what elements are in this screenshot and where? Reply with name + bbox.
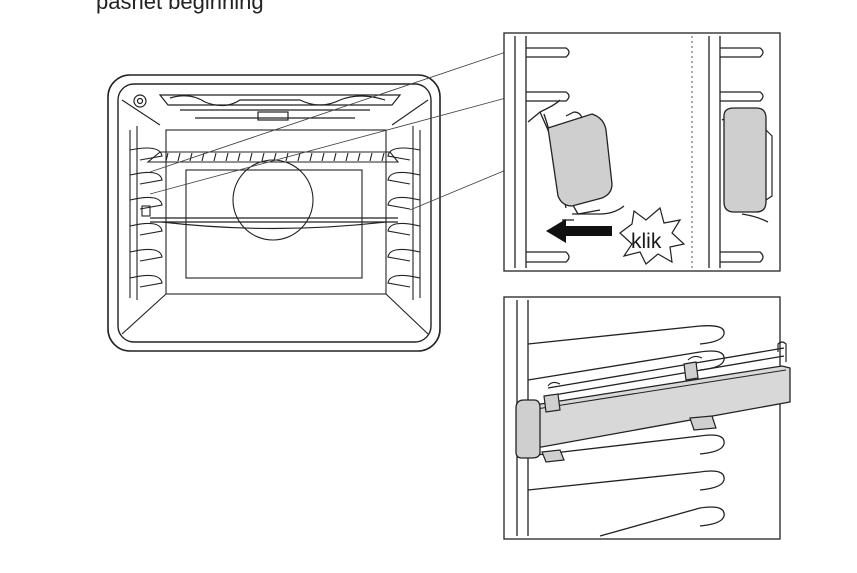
rail-end-cap — [515, 399, 541, 459]
oven-inner-frame — [117, 83, 432, 343]
clip-tilted — [547, 113, 613, 207]
baking-tray — [150, 217, 398, 230]
cropped-header-text: pasnet beginning — [96, 0, 264, 14]
push-left-arrow-icon — [546, 219, 612, 243]
oven-cavity — [121, 99, 429, 335]
right-shelf-runners — [387, 126, 421, 300]
rail-right-half — [708, 36, 769, 268]
starburst-icon — [619, 206, 686, 265]
left-shelf-runners — [129, 126, 163, 300]
detail-panel-rail — [503, 296, 791, 540]
klik-label: klik — [631, 230, 662, 253]
grill-element — [133, 94, 402, 121]
side-ladder — [516, 300, 785, 537]
clip-installed — [723, 107, 767, 213]
zoom-guide-lines — [149, 51, 507, 211]
oven-overview — [107, 74, 441, 352]
rail-clips — [541, 361, 717, 463]
rail-rear-stop — [777, 341, 787, 362]
fan-cover — [232, 159, 314, 241]
oven-back-panel — [185, 169, 363, 279]
detail-panel-clip-in: klik — [503, 32, 781, 272]
oven-outer-frame — [107, 74, 441, 352]
